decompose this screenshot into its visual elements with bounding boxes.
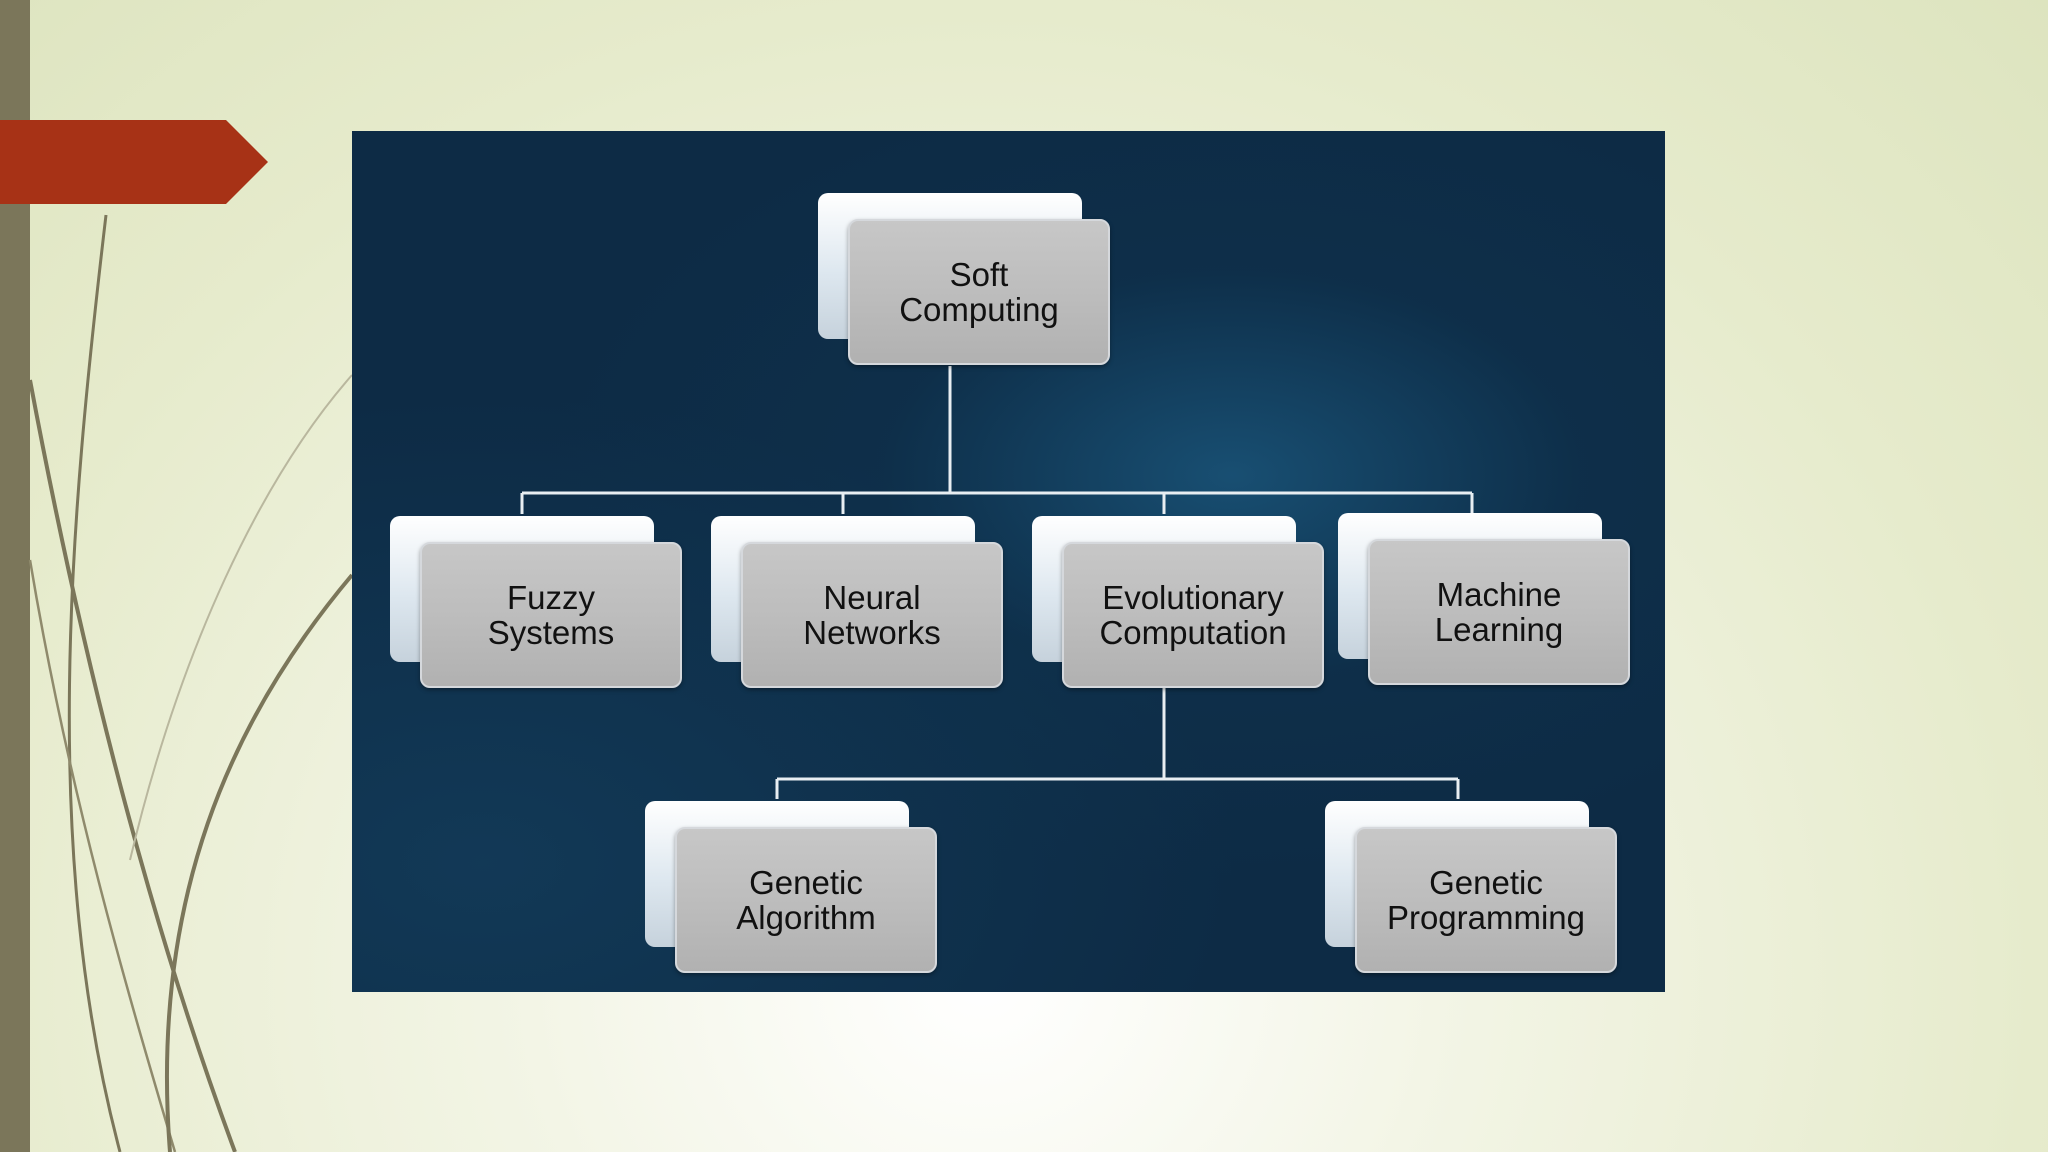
title-arrow-tab — [0, 120, 268, 204]
